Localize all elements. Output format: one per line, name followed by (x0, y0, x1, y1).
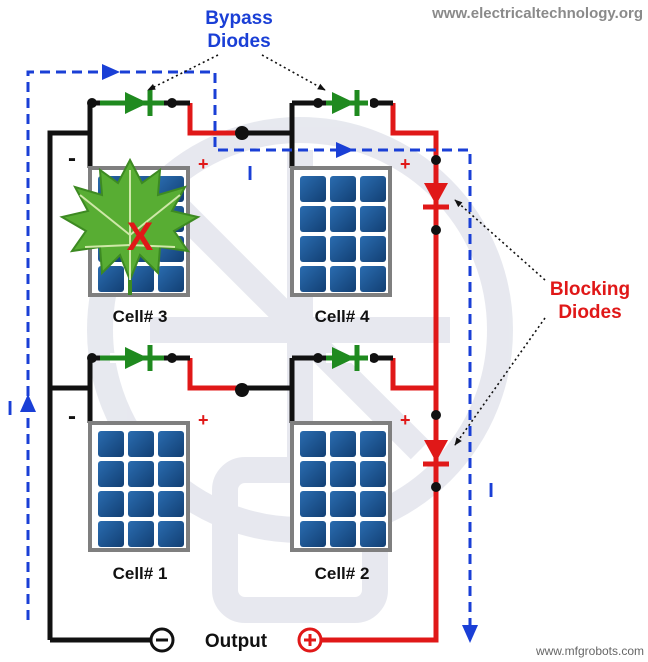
pv-cell (330, 236, 356, 262)
pv-cell (330, 266, 356, 292)
pv-cell (360, 176, 386, 202)
pv-cell (300, 206, 326, 232)
bypass-diode-3 (100, 90, 164, 116)
cell-label-4: Cell# 4 (315, 307, 370, 326)
current-arrows (20, 64, 478, 643)
pv-cell (158, 461, 184, 487)
pv-cell (98, 431, 124, 457)
pv-cell (300, 236, 326, 262)
bypass-diodes-label-line2: Diodes (207, 31, 270, 52)
pv-cell (98, 461, 124, 487)
pv-cell (158, 521, 184, 547)
minus-sign-cell-1: - (68, 403, 76, 430)
pv-cell (128, 266, 154, 292)
current-label-mid: I (247, 163, 253, 185)
pv-cell (158, 266, 184, 292)
current-label-left: I (7, 398, 13, 420)
pv-cell (158, 491, 184, 517)
bypass-diode-1 (100, 345, 164, 371)
cell-label-1: Cell# 1 (113, 564, 168, 583)
pv-cell (330, 521, 356, 547)
cell-label-3: Cell# 3 (113, 307, 168, 326)
bypass-diode-4 (326, 90, 370, 116)
positive-wires (187, 103, 439, 643)
pv-cell (128, 491, 154, 517)
pv-cell (98, 491, 124, 517)
pv-cell (330, 491, 356, 517)
pv-cell (360, 206, 386, 232)
solar-panel-icon (88, 421, 190, 552)
pv-cell (98, 266, 124, 292)
pv-cell (128, 461, 154, 487)
pv-cell (300, 461, 326, 487)
pv-cell (330, 461, 356, 487)
pv-cell (300, 266, 326, 292)
blocking-diode-bottom (423, 440, 449, 467)
positive-terminal-icon (297, 627, 323, 653)
minus-sign-cell-3: - (68, 145, 76, 172)
pv-cell (330, 206, 356, 232)
pv-cell (330, 431, 356, 457)
plus-sign-cell-1: + (198, 410, 209, 430)
blocking-diodes-label-line2: Diodes (558, 302, 621, 323)
leaf-icon (59, 157, 201, 295)
pv-cell (158, 431, 184, 457)
blocking-diode-top (423, 183, 449, 210)
current-path (26, 70, 472, 625)
pv-cell (300, 521, 326, 547)
pv-cell (360, 236, 386, 262)
solar-panel-icon (290, 421, 392, 552)
arrow-icon-mid (336, 142, 354, 158)
blocking-pointer-lines (454, 199, 546, 446)
pv-cell (360, 431, 386, 457)
cell-label-2: Cell# 2 (315, 564, 370, 583)
watermark-top: www.electricaltechnology.org (431, 5, 643, 22)
plus-sign-cell-2: + (400, 410, 411, 430)
pv-cell (360, 491, 386, 517)
bypass-pointer-lines (147, 54, 326, 91)
negative-terminal-icon (149, 627, 175, 653)
junction-dots (87, 98, 441, 492)
arrow-icon-right (462, 625, 478, 643)
current-label-right: I (488, 480, 494, 502)
plus-sign-cell-4: + (400, 154, 411, 174)
pv-cell (128, 431, 154, 457)
bypass-diode-2 (326, 345, 370, 371)
pv-cell (98, 521, 124, 547)
blocking-diodes-label-line1: Blocking (550, 279, 630, 300)
pv-cell (128, 521, 154, 547)
pv-cell (330, 176, 356, 202)
solar-panel-icon (290, 166, 392, 297)
watermark-bottom: www.mfgrobots.com (535, 644, 644, 658)
pv-cell (360, 461, 386, 487)
bypass-diodes-label-line1: Bypass (205, 8, 273, 29)
pv-cell (300, 491, 326, 517)
plus-sign-cell-3: + (198, 154, 209, 174)
shade-mark: X (127, 215, 154, 259)
arrow-icon-top (102, 64, 120, 80)
pv-cell (300, 176, 326, 202)
pv-cell (360, 266, 386, 292)
arrow-icon-left (20, 394, 36, 412)
pv-cell (360, 521, 386, 547)
pv-cell (300, 431, 326, 457)
output-label: Output (205, 631, 268, 652)
